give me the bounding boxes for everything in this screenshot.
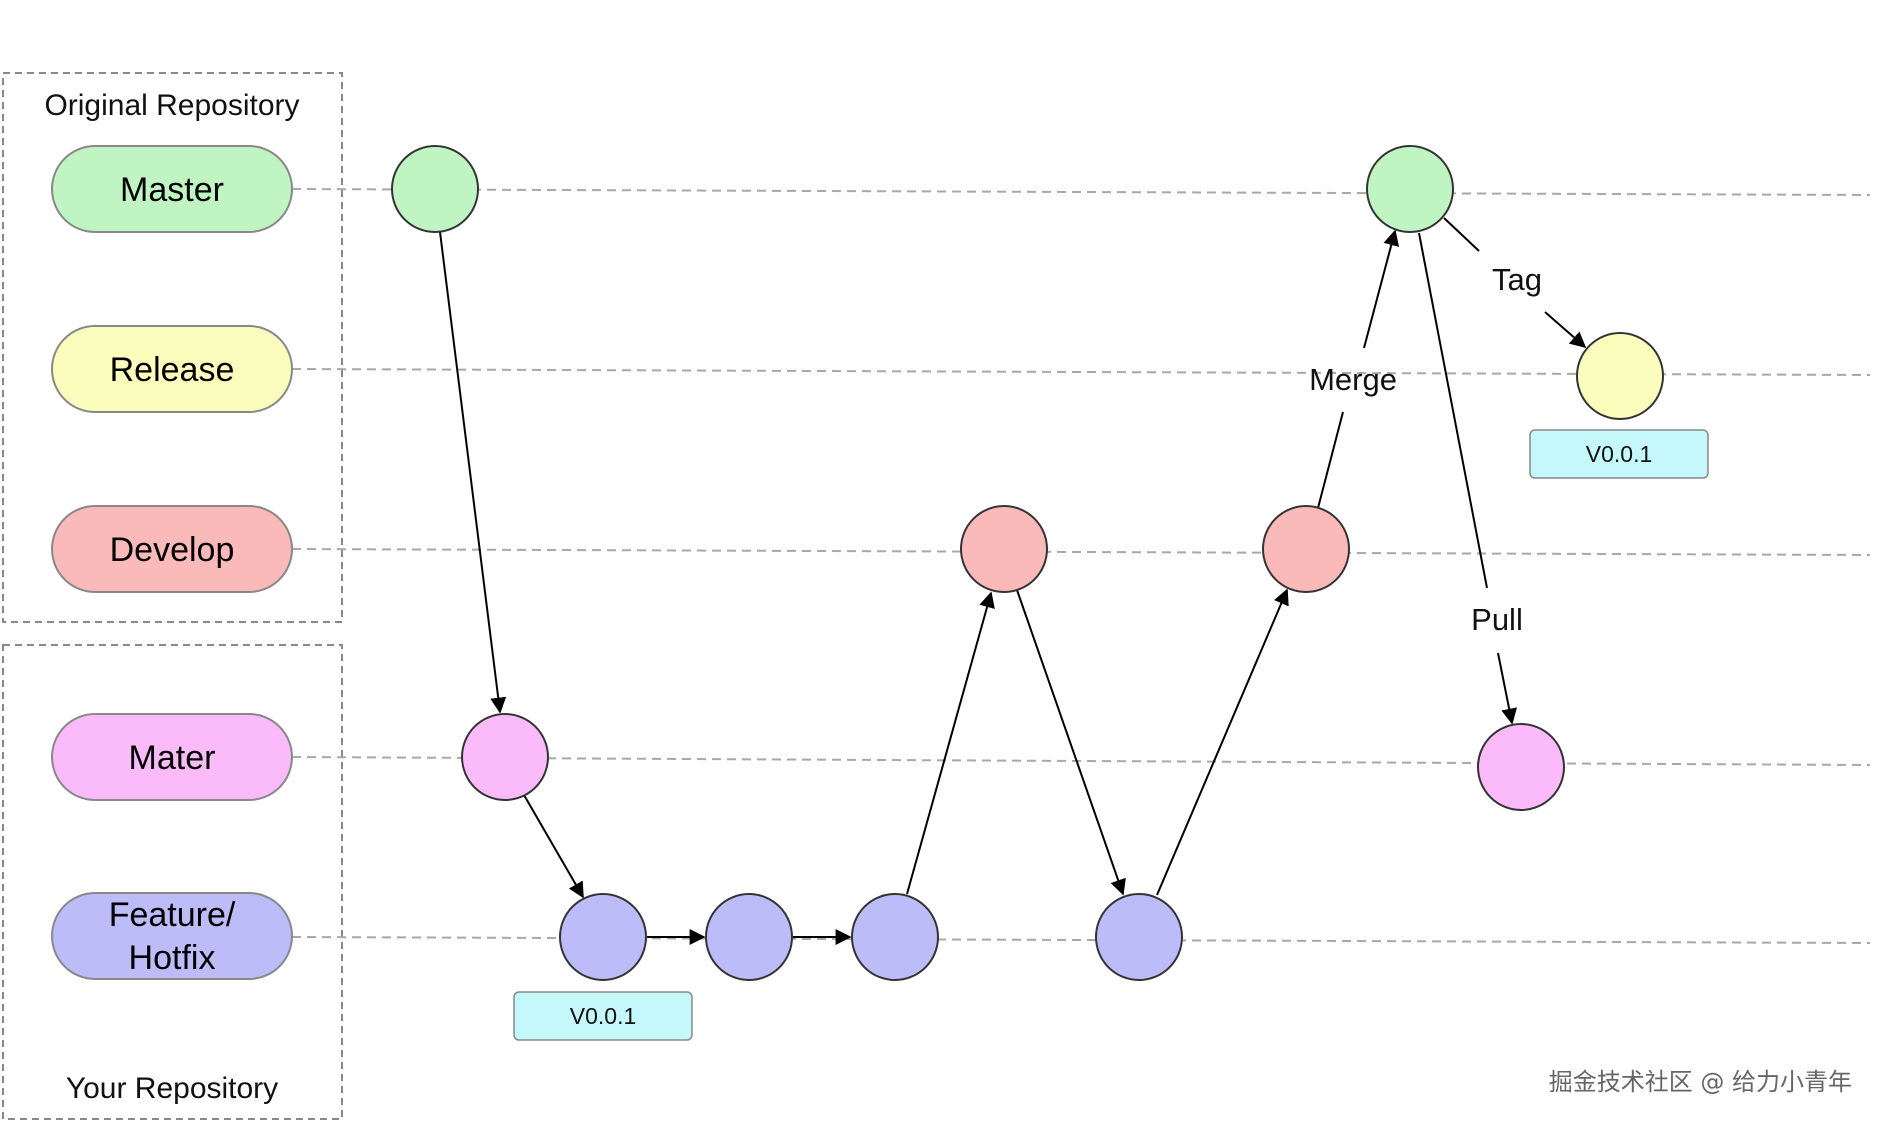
lane-pill-release: Release — [51, 325, 293, 413]
edge-mater-to-feature — [523, 794, 584, 899]
lane-pill-feature: Feature/Hotfix — [51, 892, 293, 980]
node-feature-2 — [705, 893, 793, 981]
node-master-2 — [1366, 145, 1454, 233]
node-master-1 — [391, 145, 479, 233]
edge-label-tag: Tag — [1492, 262, 1542, 297]
edge-merge-lower — [1317, 411, 1344, 509]
lane-pill-master: Master — [51, 145, 293, 233]
lane-line-develop — [291, 548, 1871, 556]
lane-line-release — [291, 368, 1871, 376]
node-develop-2 — [1262, 505, 1350, 593]
node-feature-4 — [1095, 893, 1183, 981]
your-repository-box — [2, 644, 343, 1120]
node-feature-3 — [851, 893, 939, 981]
lane-line-master — [291, 188, 1871, 196]
version-tag-feature: V0.0.1 — [513, 991, 693, 1041]
edge-label-pull: Pull — [1471, 602, 1523, 637]
lane-pill-develop: Develop — [51, 505, 293, 593]
node-feature-1 — [559, 893, 647, 981]
edge-pull-lower — [1497, 652, 1518, 725]
edge-label-merge: Merge — [1309, 362, 1397, 397]
commit-nodes — [391, 145, 1664, 981]
edge-feature4-to-develop2 — [1156, 588, 1289, 896]
lane-label-master: Master — [120, 171, 224, 209]
lane-pill-mater: Mater — [51, 713, 293, 801]
node-mater-2 — [1477, 723, 1565, 811]
node-release-1 — [1576, 332, 1664, 420]
lane-label-mater: Mater — [129, 739, 216, 777]
version-tag-release-text: V0.0.1 — [1586, 441, 1653, 467]
edge-merge-upper — [1363, 229, 1400, 349]
original-repository-title: Original Repository — [44, 89, 299, 122]
lane-line-feature — [291, 936, 1871, 944]
lane-line-mater — [291, 756, 1871, 766]
edge-pull-upper — [1418, 232, 1488, 589]
version-tag-release: V0.0.1 — [1529, 429, 1709, 479]
node-develop-1 — [960, 505, 1048, 593]
your-repository-title: Your Repository — [66, 1072, 278, 1105]
original-repository-box — [2, 72, 343, 623]
lane-label-release: Release — [110, 351, 235, 389]
lane-label-feature: Feature/Hotfix — [109, 896, 236, 977]
edge-tag-lower — [1544, 311, 1587, 349]
lane-label-develop: Develop — [110, 531, 235, 569]
watermark-text: 掘金技术社区 @ 给力小青年 — [1549, 1068, 1852, 1096]
edge-feature3-to-develop — [906, 591, 995, 895]
edge-tag-upper — [1443, 217, 1480, 252]
edge-master-to-mater — [439, 231, 507, 714]
version-tag-feature-text: V0.0.1 — [570, 1003, 637, 1029]
node-mater-1 — [461, 713, 549, 801]
edge-develop-to-feature4 — [1016, 589, 1126, 896]
edges — [439, 217, 1587, 945]
